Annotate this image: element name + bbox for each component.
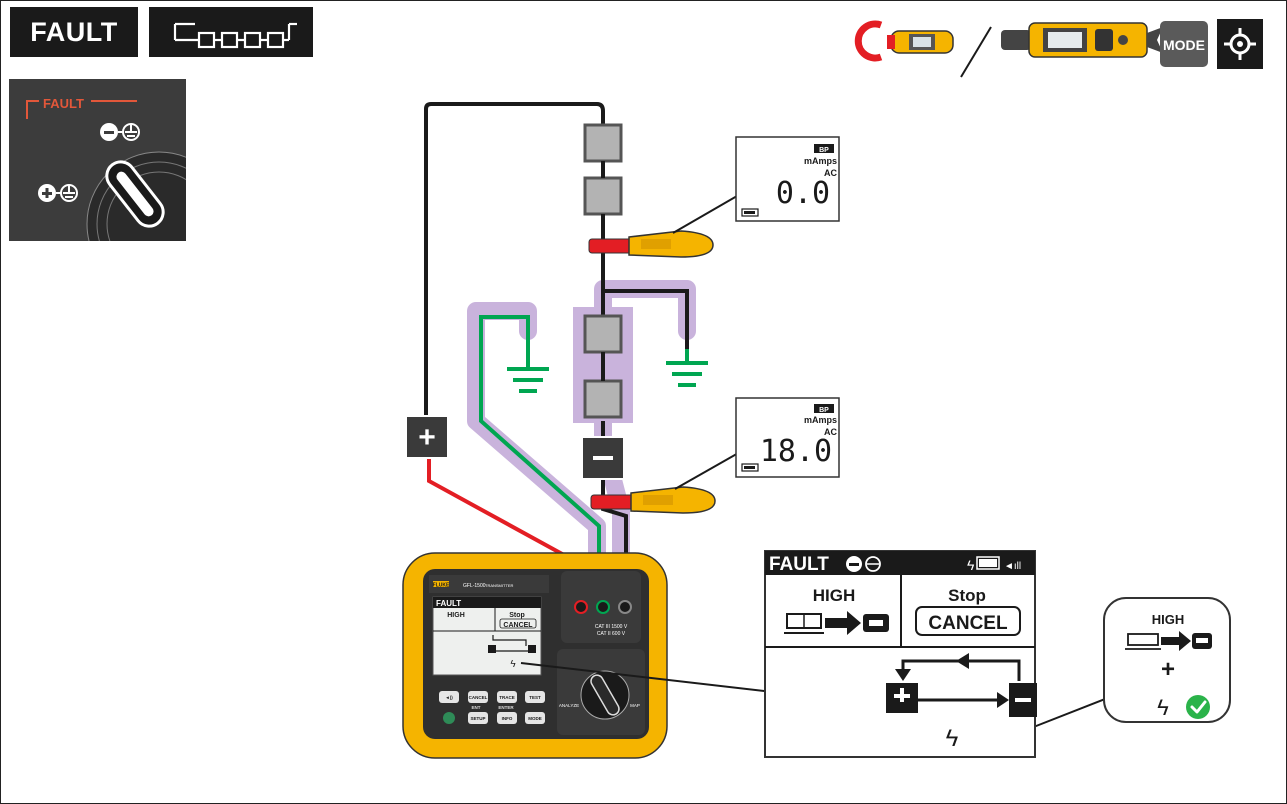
svg-text:Stop: Stop [948, 586, 986, 605]
svg-text:TEST: TEST [529, 695, 541, 700]
pv-module [585, 125, 621, 161]
svg-text:mAmps: mAmps [804, 415, 837, 425]
svg-text:ϟ: ϟ [510, 659, 516, 670]
check-icon [1186, 695, 1210, 719]
pv-module [585, 381, 621, 417]
svg-text:BP: BP [819, 147, 829, 154]
svg-text:CAT III 1500 V: CAT III 1500 V [595, 624, 628, 630]
svg-text:BP: BP [819, 407, 829, 414]
svg-text:INFO: INFO [502, 716, 513, 721]
current-clamp-upper [589, 231, 713, 257]
svg-text:ANALYZE: ANALYZE [559, 703, 579, 708]
svg-text:ENTER: ENTER [498, 705, 514, 710]
result-callout: HIGH + ϟ [1104, 598, 1230, 722]
svg-text:FLUKE: FLUKE [433, 583, 450, 589]
svg-text:HIGH: HIGH [813, 586, 856, 605]
svg-text:TRACE: TRACE [499, 695, 515, 700]
svg-text:FAULT: FAULT [436, 599, 461, 608]
svg-text:ϟ: ϟ [967, 557, 975, 573]
earth-ground-icon [507, 331, 549, 391]
svg-text:MODE: MODE [528, 716, 542, 721]
svg-text:HIGH: HIGH [447, 612, 465, 619]
svg-text:TRANSMITTER: TRANSMITTER [485, 583, 514, 588]
current-value: 18.0 [760, 434, 832, 469]
minus-terminal [582, 437, 624, 479]
svg-text:CANCEL: CANCEL [503, 622, 533, 629]
svg-text:HIGH: HIGH [1152, 612, 1185, 627]
svg-text:Stop: Stop [509, 612, 525, 619]
svg-text:ϟ: ϟ [946, 725, 959, 752]
svg-text:MAP: MAP [630, 703, 640, 708]
svg-text:ϟ: ϟ [1157, 695, 1169, 720]
svg-text:◄)): ◄)) [445, 695, 453, 700]
transmitter-display-zoom: FAULT ϟ ◄ıll HIGH Stop CANCEL [765, 551, 1037, 757]
svg-text:ENT: ENT [472, 705, 481, 710]
svg-text:CANCEL: CANCEL [469, 695, 488, 700]
pv-module [585, 178, 621, 214]
clamp-reading-panel: BP mAmps AC 0.0 [736, 137, 839, 221]
svg-text:+: + [418, 421, 436, 454]
svg-text:FAULT: FAULT [769, 554, 829, 575]
svg-text:+: + [1161, 656, 1175, 683]
svg-text:mAmps: mAmps [804, 156, 837, 166]
svg-text:GFL-1500: GFL-1500 [463, 583, 486, 589]
earth-ground-icon [666, 349, 708, 385]
svg-text:SETUP: SETUP [470, 716, 485, 721]
current-value: 0.0 [776, 176, 830, 211]
svg-text:CANCEL: CANCEL [928, 613, 1008, 634]
clamp-reading-panel: BP mAmps AC 18.0 [736, 398, 839, 477]
svg-text:◄ıll: ◄ıll [1004, 561, 1021, 572]
fault-locator-transmitter: FLUKE GFL-1500 TRANSMITTER FAULT HIGH St… [403, 553, 667, 758]
plus-terminal: + [406, 416, 448, 458]
pv-module [585, 316, 621, 352]
svg-text:CAT II 600 V: CAT II 600 V [597, 631, 626, 637]
